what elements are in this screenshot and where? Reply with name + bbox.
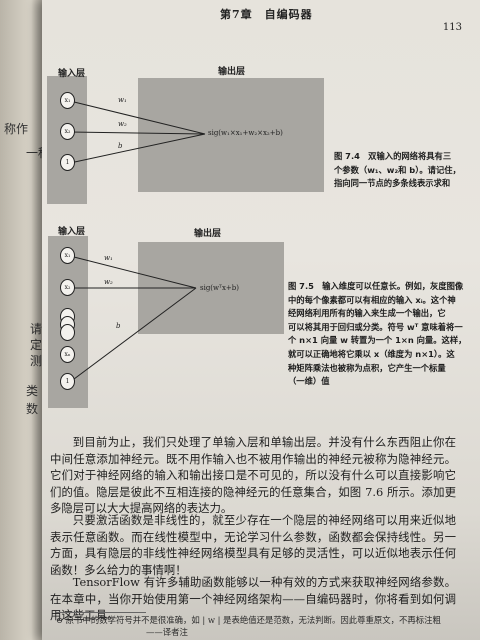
- weight-label: w₁: [118, 96, 127, 104]
- weight-label: w₁: [104, 254, 113, 262]
- input-node-x1: x₁: [60, 247, 75, 264]
- caption-line: 种矩阵乘法也被称为点积，它产生一个标量: [288, 362, 446, 373]
- caption-line: 指向同一节点的多条线表示求和: [334, 178, 451, 189]
- chapter-header: 第7章 自编码器: [220, 8, 313, 21]
- input-layer-label: 输入层: [58, 227, 86, 237]
- caption-line: 个 n×1 向量 w 转置为一个 1×n 向量。这样，: [288, 335, 467, 346]
- input-layer-label: 输入层: [58, 69, 86, 79]
- figure-7-5: 输入层 输出层 x₁ x₂ xₙ 1 w₁ w₂ b sig(wᵀx+b): [42, 218, 302, 408]
- caption-line: 中的每个像素都可以有相应的输入 xᵢ。这个神: [288, 294, 456, 305]
- input-node-x2: x₂: [60, 279, 75, 296]
- paragraph: 到目前为止，我们只处理了单输入层和单输出层。并没有什么东西阻止你在中间任意添加神…: [50, 435, 456, 516]
- figure-7-4: 输入层 输出层 x₁ x₂ 1 w₁ w₂ b sig(w₁×x₁+w₂×x₂+…: [42, 60, 342, 204]
- caption-line: 可以将其用于回归或分类。符号 wᵀ 意味着将一: [288, 321, 463, 332]
- prev-page-text: 数: [26, 402, 39, 416]
- footnote-text: 原书中的数学符号并不是很准确，如 | w | 是表绝值还是范数，无法判断。因此尊…: [65, 615, 441, 625]
- output-formula: sig(w₁×x₁+w₂×x₂+b): [208, 129, 283, 137]
- prev-page-text: 测: [30, 354, 43, 368]
- input-node-x1: x₁: [60, 92, 75, 109]
- prev-page-text: 请: [30, 322, 43, 336]
- output-layer-label: 输出层: [194, 229, 222, 239]
- footnote-text: ——译者注: [146, 627, 188, 637]
- weight-label: b: [116, 322, 121, 330]
- footnote: ⊖ 原书中的数学符号并不是很准确，如 | w | 是表绝值还是范数，无法判断。因…: [56, 614, 466, 638]
- paragraph: TensorFlow 有许多辅助函数能够以一种有效的方式来获取神经网络参数。在本…: [50, 575, 456, 623]
- footnote-line-1: ⊖ 原书中的数学符号并不是很准确，如 | w | 是表绝值还是范数，无法判断。因…: [56, 614, 466, 626]
- caption-line: 图 7.4 双输入的网络将具有三: [334, 151, 452, 161]
- prev-page-text: 定: [30, 338, 43, 352]
- figure-7-5-caption: 图 7.5 输入维度可以任意长。例如，灰度图像 中的每个像素都可以有相应的输入 …: [288, 280, 474, 389]
- figure-7-5-edges: [69, 255, 197, 383]
- footnote-line-2: ——译者注: [56, 626, 466, 638]
- figure-7-4-edges: [69, 100, 206, 164]
- prev-page-text: 称作: [4, 122, 29, 136]
- figure-7-4-caption: 图 7.4 双输入的网络将具有三 个参数（w₁、w₂和 b）。请记住， 指向同一…: [334, 150, 474, 191]
- paragraph: 只要激活函数是非线性的，就至少存在一个隐层的神经网络可以用来近似地表示任意函数。…: [50, 513, 456, 577]
- input-node-bias: 1: [60, 154, 75, 171]
- footnote-marker: ⊖: [56, 615, 64, 625]
- caption-line: 就可以正确地将它乘以 x（维度为 n×1）。这: [288, 348, 455, 359]
- caption-line: 个参数（w₁、w₂和 b）。请记住，: [334, 164, 461, 175]
- footnote-rule: [56, 612, 146, 613]
- output-layer-label: 输出层: [218, 67, 246, 77]
- prev-page-text: 类: [26, 384, 39, 398]
- output-formula: sig(wᵀx+b): [200, 284, 239, 292]
- weight-label: w₂: [104, 278, 113, 286]
- input-node-x2: x₂: [60, 123, 75, 140]
- input-node-xn: xₙ: [60, 346, 75, 363]
- caption-line: （一维）值: [288, 376, 330, 387]
- output-layer-box: [138, 78, 324, 192]
- input-node-stacked: [60, 324, 75, 341]
- weight-label: w₂: [118, 120, 127, 128]
- caption-line: 图 7.5 输入维度可以任意长。例如，灰度图像: [288, 281, 464, 291]
- input-node-bias: 1: [60, 373, 75, 390]
- caption-line: 经网络利用所有的输入来生成一个输出，它: [288, 308, 446, 319]
- weight-label: b: [118, 142, 123, 150]
- page-number: 113: [442, 22, 462, 33]
- book-page: 第7章 自编码器 113 输入层 输出层 x₁ x₂ 1 w₁ w₂ b sig…: [42, 0, 480, 640]
